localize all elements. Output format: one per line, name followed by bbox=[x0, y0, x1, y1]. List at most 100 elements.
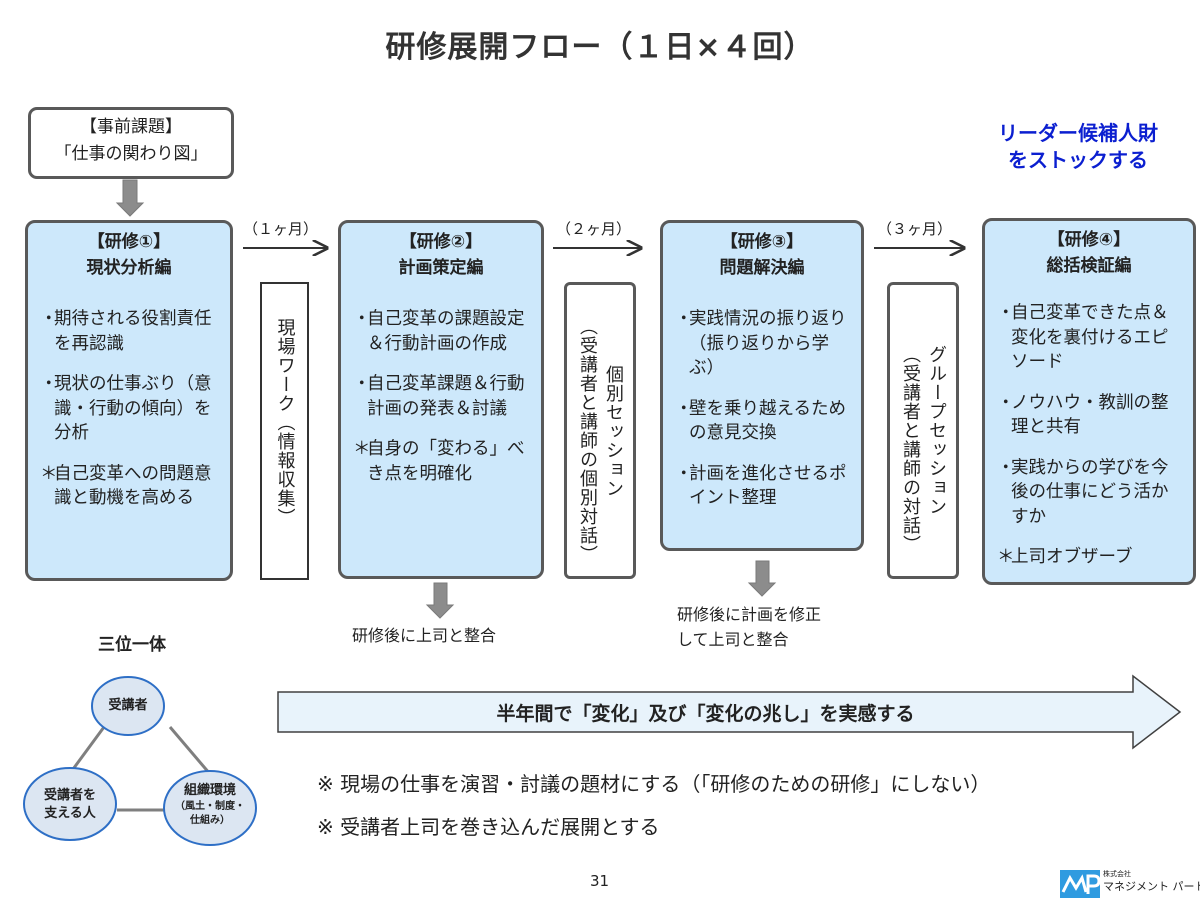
stage-1-box: 【研修①】 現状分析編 ・期待される役割責任を再認識 ・現状の仕事ぶり（意識・行… bbox=[25, 220, 233, 581]
trinity-node-supporters-line-1: 受講者を bbox=[43, 788, 96, 803]
stage-item-text: 自身の「変わる」べき点を明確化 bbox=[367, 439, 525, 484]
stage-item-text: 実践からの学びを今後の仕事にどう活かすか bbox=[1011, 457, 1169, 527]
bullet-marker: ・ bbox=[675, 463, 693, 484]
stage-2-box: 【研修②】 計画策定編 ・自己変革の課題設定＆行動計画の作成 ・自己変革課題＆行… bbox=[338, 220, 544, 579]
stage-2-name: 計画策定編 bbox=[398, 258, 484, 278]
stage-item: ・自己変革の課題設定＆行動計画の作成 bbox=[353, 307, 533, 356]
stage-item: ＊上司オブザーブ bbox=[997, 545, 1185, 570]
page-number: 31 bbox=[590, 872, 610, 890]
stage-item: ・自己変革課題＆行動計画の発表＆討議 bbox=[353, 372, 533, 421]
stage-item: ・計画を進化させるポイント整理 bbox=[675, 462, 853, 511]
goal-text: リーダー候補人財 をストックする bbox=[978, 120, 1178, 174]
banner-text: 半年間で「変化」及び「変化の兆し」を実感する bbox=[496, 703, 915, 725]
interval-1-period: （１ヶ月） bbox=[243, 220, 319, 238]
bullet-marker: ・ bbox=[997, 303, 1015, 323]
trinity-circle-right bbox=[163, 770, 257, 846]
stage-2-after-note: 研修後に上司と整合 bbox=[352, 626, 497, 645]
pre-task-name: 「仕事の関わり図」 bbox=[54, 144, 208, 164]
bullet-marker: ・ bbox=[675, 398, 693, 419]
interval-2-activity-sub: （受講者と講師の個別対話） bbox=[577, 317, 598, 564]
bullet-marker: ・ bbox=[997, 457, 1015, 478]
company-logo: 株式会社 マネジメント パートナー bbox=[1060, 870, 1200, 898]
stage-item: ・壁を乗り越えるための意見交換 bbox=[675, 397, 853, 446]
asterisk-marker: ＊ bbox=[353, 439, 371, 459]
stage-item: ・ノウハウ・教訓の整理と共有 bbox=[997, 391, 1185, 440]
stage-item-text: 計画を進化させるポイント整理 bbox=[689, 463, 847, 509]
stage-item-text: 自己変革への問題意識と動機を高める bbox=[54, 463, 212, 509]
interval-3-text: グループセッション （受講者と講師の対話） bbox=[897, 345, 949, 576]
pre-task-label: 【事前課題】 bbox=[80, 117, 182, 137]
stage-4-items: ・自己変革できた点＆変化を裏付けるエピソード ・ノウハウ・教訓の整理と共有 ・実… bbox=[985, 301, 1193, 570]
interval-1-box: 現場ワーク（情報収集） bbox=[260, 282, 309, 580]
stage-3-items: ・実践情況の振り返り（振り返りから学ぶ） ・壁を乗り越えるための意見交換 ・計画… bbox=[663, 307, 861, 511]
stage-item: ・実践情況の振り返り（振り返りから学ぶ） bbox=[675, 307, 853, 381]
stage-item-text: 現状の仕事ぶり（意識・行動の傾向）を分析 bbox=[54, 374, 212, 443]
goal-line-2: をストックする bbox=[1008, 148, 1148, 172]
interval-1-activity: 現場ワーク（情報収集） bbox=[274, 318, 296, 527]
trinity-node-environment-line-1: 組織環境 bbox=[183, 783, 236, 798]
stage-item: ＊自己変革への問題意識と動機を高める bbox=[40, 462, 222, 511]
trinity-circle-left bbox=[23, 767, 117, 841]
trinity-node-environment: 組織環境 （風土・制度・ 仕組み） bbox=[164, 782, 256, 828]
note-1: ※ 現場の仕事を演習・討議の題材にする（「研修のための研修」にしない） bbox=[317, 772, 991, 796]
asterisk-marker: ＊ bbox=[40, 463, 58, 484]
stage-3-name: 問題解決編 bbox=[719, 258, 805, 278]
stage-3-label: 【研修③】 bbox=[720, 232, 804, 252]
bullet-marker: ・ bbox=[675, 309, 693, 329]
stage-1-label: 【研修①】 bbox=[87, 232, 171, 252]
logo-company-type: 株式会社 bbox=[1103, 870, 1131, 878]
banner-arrow bbox=[277, 674, 1182, 750]
bullet-marker: ・ bbox=[997, 392, 1015, 413]
bullet-marker: ・ bbox=[40, 309, 58, 329]
stage-item-text: 上司オブザーブ bbox=[1011, 547, 1133, 567]
pre-task-box: 【事前課題】 「仕事の関わり図」 bbox=[28, 107, 234, 179]
goal-line-1: リーダー候補人財 bbox=[998, 121, 1158, 145]
stage-1-items: ・期待される役割責任を再認識 ・現状の仕事ぶり（意識・行動の傾向）を分析 ＊自己… bbox=[28, 307, 230, 511]
bullet-marker: ・ bbox=[40, 374, 58, 394]
interval-3-activity-main: グループセッション bbox=[926, 345, 947, 516]
trinity-node-supporters: 受講者を 支える人 bbox=[24, 787, 116, 823]
stage-item: ・実践からの学びを今後の仕事にどう活かすか bbox=[997, 456, 1185, 530]
interval-2-period: （２ヶ月） bbox=[556, 220, 632, 238]
stage-item-text: 期待される役割責任を再認識 bbox=[54, 309, 212, 354]
stage-item-text: ノウハウ・教訓の整理と共有 bbox=[1011, 392, 1169, 438]
stage-3-after-note-line-2: して上司と整合 bbox=[677, 630, 789, 649]
stage-4-box: 【研修④】 総括検証編 ・自己変革できた点＆変化を裏付けるエピソード ・ノウハウ… bbox=[982, 218, 1196, 585]
interval-2-text: 個別セッション （受講者と講師の個別対話） bbox=[574, 317, 626, 576]
trinity-circle-top bbox=[91, 676, 165, 736]
stage-2-items: ・自己変革の課題設定＆行動計画の作成 ・自己変革課題＆行動計画の発表＆討議 ＊自… bbox=[341, 307, 541, 486]
stage-item: ・現状の仕事ぶり（意識・行動の傾向）を分析 bbox=[40, 372, 222, 446]
stage-2-label: 【研修②】 bbox=[399, 232, 483, 252]
trinity-line-top-right bbox=[168, 726, 212, 775]
logo-company-name: マネジメント パートナー bbox=[1103, 880, 1200, 893]
asterisk-marker: ＊ bbox=[997, 547, 1015, 567]
down-arrow-stage2 bbox=[425, 582, 455, 619]
stage-item-text: 自己変革課題＆行動計画の発表＆討議 bbox=[367, 374, 525, 419]
interval-3-box: グループセッション （受講者と講師の対話） bbox=[887, 282, 959, 579]
interval-3-activity-sub: （受講者と講師の対話） bbox=[900, 345, 921, 554]
stage-item-text: 自己変革できた点＆変化を裏付けるエピソード bbox=[1011, 303, 1169, 372]
stage-item: ・期待される役割責任を再認識 bbox=[40, 307, 222, 356]
trinity-node-environment-sub-1: （風土・制度・ bbox=[175, 801, 245, 812]
down-arrow-pre-task bbox=[115, 179, 145, 217]
trinity-node-supporters-line-2: 支える人 bbox=[44, 806, 96, 821]
stage-1-name: 現状分析編 bbox=[86, 258, 172, 278]
page-title: 研修展開フロー（１日×４回） bbox=[385, 30, 815, 65]
trinity-node-environment-sub-2: 仕組み） bbox=[190, 815, 230, 826]
interval-2-activity-main: 個別セッション bbox=[603, 365, 624, 498]
trinity-node-trainee: 受講者 bbox=[108, 698, 148, 713]
bullet-marker: ・ bbox=[353, 374, 371, 394]
stage-3-box: 【研修③】 問題解決編 ・実践情況の振り返り（振り返りから学ぶ） ・壁を乗り越え… bbox=[660, 220, 864, 551]
stage-3-after-note-line-1: 研修後に計画を修正 bbox=[677, 605, 822, 624]
stage-item-text: 実践情況の振り返り（振り返りから学ぶ） bbox=[689, 309, 847, 378]
stage-4-name: 総括検証編 bbox=[1046, 256, 1132, 276]
stage-item: ＊自身の「変わる」べき点を明確化 bbox=[353, 437, 533, 486]
interval-2-box: 個別セッション （受講者と講師の個別対話） bbox=[564, 282, 636, 579]
note-2: ※ 受講者上司を巻き込んだ展開とする bbox=[317, 815, 660, 839]
stage-item: ・自己変革できた点＆変化を裏付けるエピソード bbox=[997, 301, 1185, 375]
bullet-marker: ・ bbox=[353, 309, 371, 329]
mp-logo-icon bbox=[1060, 870, 1100, 898]
stage-item-text: 壁を乗り越えるための意見交換 bbox=[689, 398, 846, 444]
interval-3-period: （３ヶ月） bbox=[877, 220, 953, 238]
